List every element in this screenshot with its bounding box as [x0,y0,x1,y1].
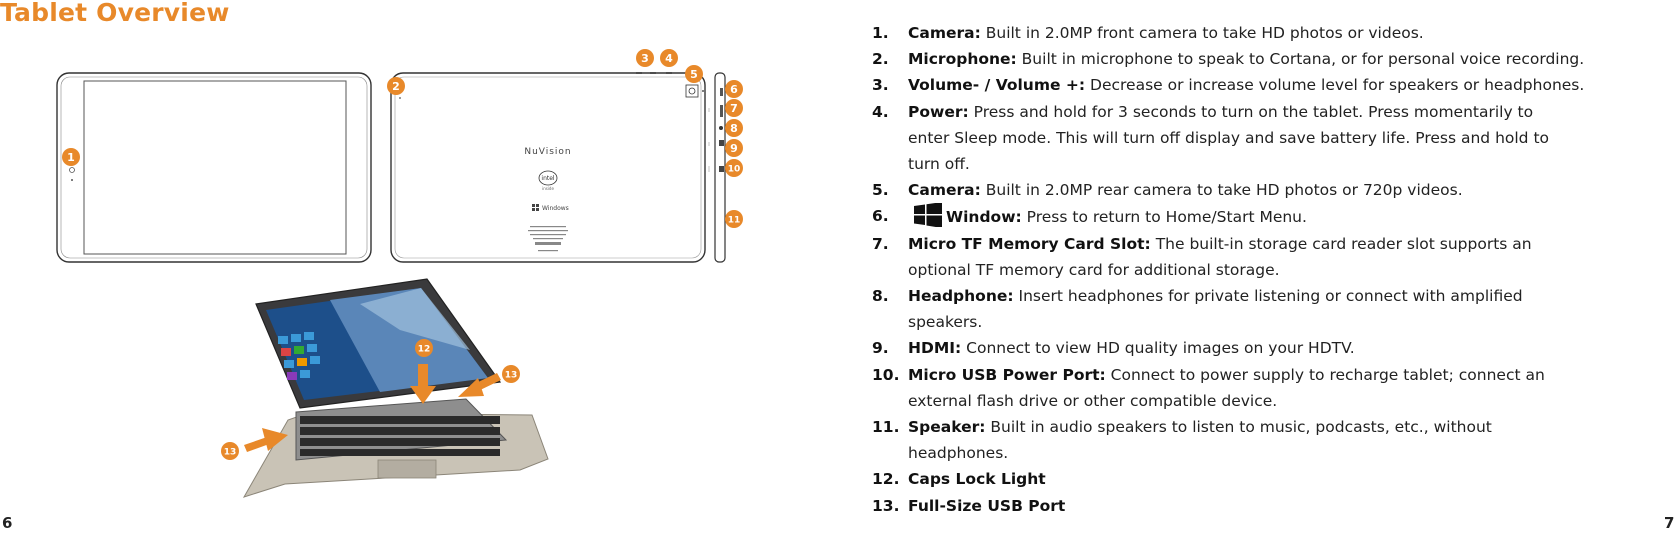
svg-text:1: 1 [67,151,75,164]
callout-3: 3 [636,49,654,67]
svg-text:4: 4 [665,52,673,65]
callout-4: 4 [660,49,678,67]
intel-logo-icon [538,170,558,186]
callout-8: 8 [725,119,743,137]
list-item: 5.Camera: Built in 2.0MP rear camera to … [872,181,1463,200]
svg-text:5: 5 [690,68,698,81]
list-item: 12.Caps Lock Light [872,470,1046,489]
svg-text:12: 12 [418,345,431,355]
callout-13-left: 13 [221,442,239,460]
svg-text:13: 13 [505,371,518,381]
page-title: Tablet Overview [0,0,230,27]
svg-text:7: 7 [730,102,738,115]
tablet-illustration: NuVision intel inside Windows [56,49,743,498]
rear-camera-icon [685,84,699,98]
list-item: 4.Power: Press and hold for 3 seconds to… [872,102,1550,174]
windows-logo-icon [914,203,942,228]
list-item: 10.Micro USB Power Port: Connect to powe… [872,365,1545,410]
callout-7: 7 [725,99,743,117]
svg-text:9: 9 [730,142,738,155]
svg-text:11: 11 [728,216,741,226]
callout-6: 6 [725,80,743,98]
callout-12: 12 [415,339,433,357]
svg-text:intel: intel [541,175,555,182]
svg-text:Windows: Windows [542,205,569,212]
list-item: 6.Window: Press to return to Home/Start … [872,203,1672,230]
page-number-right: 7 [1664,514,1674,532]
tablet-back-view: NuVision intel inside Windows [390,72,706,263]
usb-port-arrow-left-icon [244,428,288,452]
list-item: 3.Volume- / Volume +: Decrease or increa… [872,76,1585,95]
brand-text: NuVision [524,147,571,157]
svg-text:13: 13 [224,448,237,458]
callout-10: 10 [725,159,743,177]
list-item: 13.Full-Size USB Port [872,496,1066,515]
tablet-with-keyboard-illustration [242,278,549,498]
svg-text:2: 2 [392,80,400,93]
list-item: 8.Headphone: Insert headphones for priva… [872,287,1523,332]
tablet-front-view [56,72,372,263]
svg-text:inside: inside [542,186,554,191]
svg-text:8: 8 [730,122,738,135]
feature-list: 1.Camera: Built in 2.0MP front camera to… [872,20,1672,519]
page-number-left: 6 [2,514,13,532]
front-camera-icon [69,167,75,173]
windows-logo-small-icon [532,204,539,211]
list-item: 2.Microphone: Built in microphone to spe… [872,50,1585,69]
regulatory-text-block [528,226,568,252]
usb-port-arrow-right-icon [458,373,501,397]
tablet-side-view [708,72,726,263]
list-item: 1.Camera: Built in 2.0MP front camera to… [872,24,1424,42]
list-item: 7.Micro TF Memory Card Slot: The built-i… [872,234,1532,279]
callout-13-right: 13 [502,365,520,383]
svg-text:6: 6 [730,83,738,96]
callout-5: 5 [685,65,703,83]
svg-text:3: 3 [641,52,649,65]
microphone-dot [399,97,401,99]
list-item: 11.Speaker: Built in audio speakers to l… [872,418,1492,463]
svg-text:10: 10 [728,165,741,175]
caps-lock-arrow-icon [410,364,436,404]
list-item: 9.HDMI: Connect to view HD quality image… [872,339,1355,358]
callout-11: 11 [725,210,743,228]
callout-9: 9 [725,139,743,157]
callout-1: 1 [62,148,80,166]
callout-2: 2 [387,77,405,95]
